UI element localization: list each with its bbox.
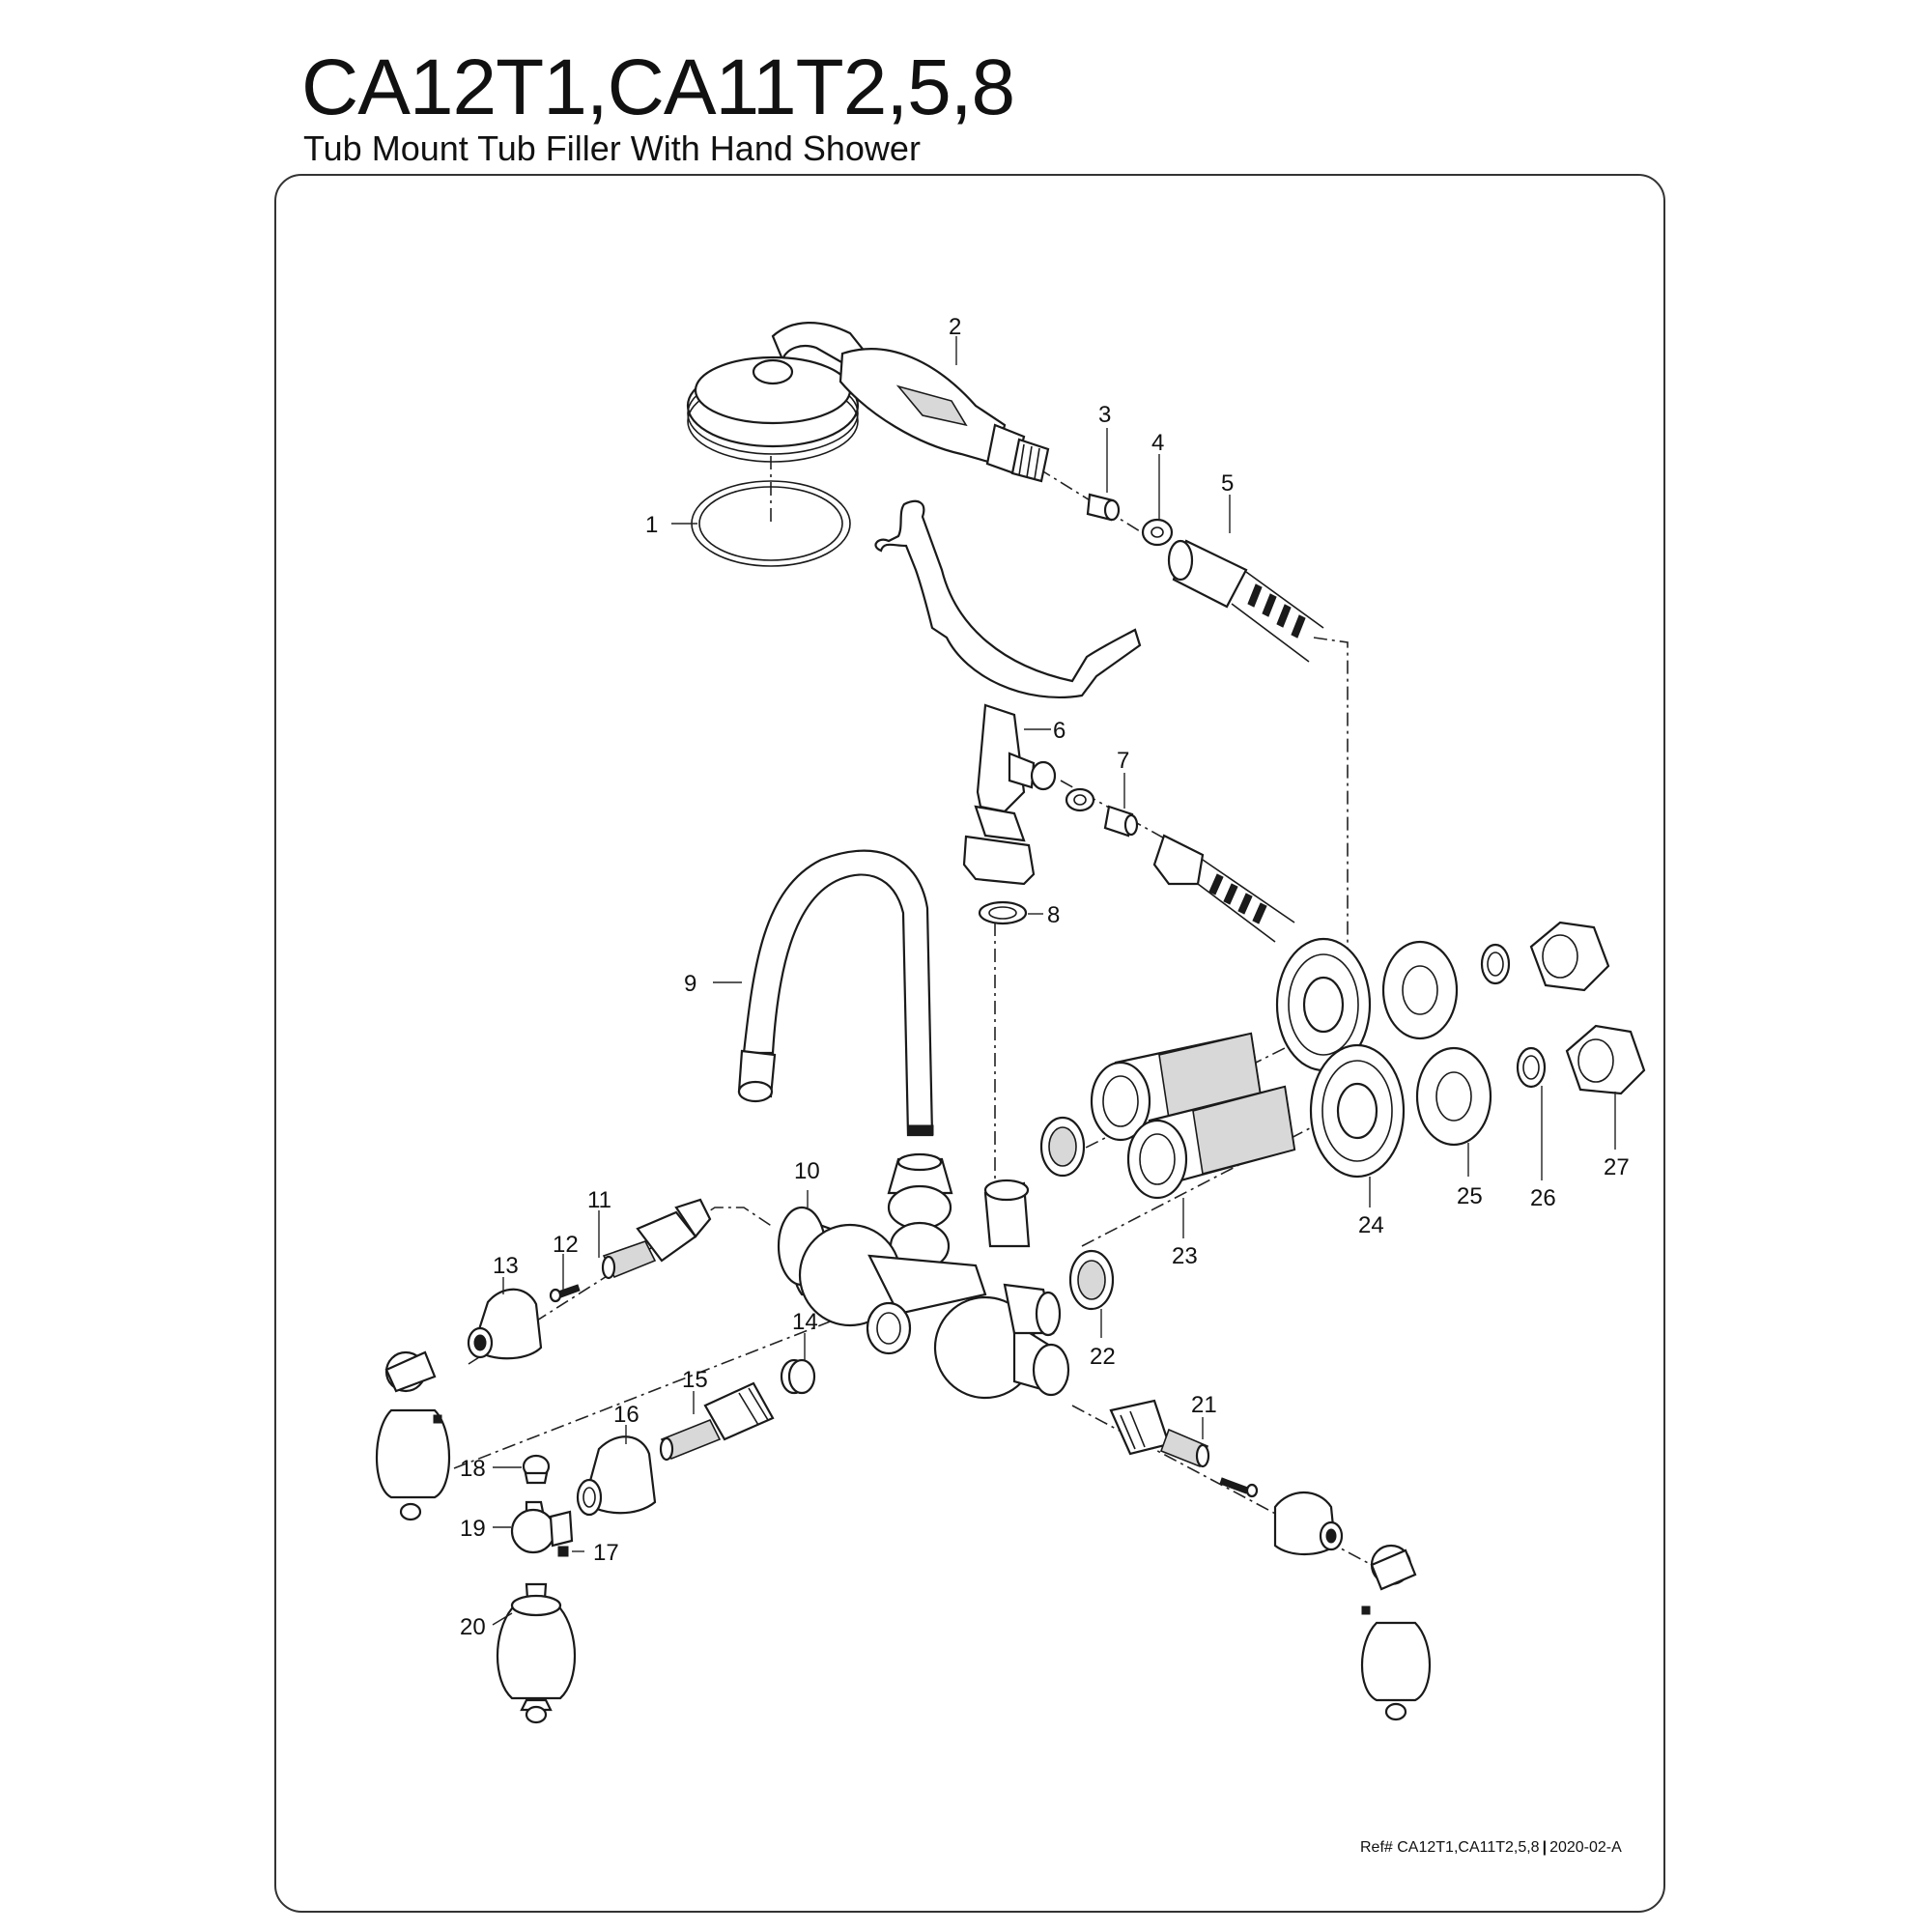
- part-23-shank: [1090, 1032, 1296, 1200]
- callout-20: 20: [460, 1614, 486, 1640]
- callout-10: 10: [794, 1158, 820, 1184]
- callout-26: 26: [1530, 1185, 1556, 1211]
- callout-7: 7: [1117, 748, 1129, 774]
- part-2-hand-shower: [686, 322, 1050, 483]
- callout-5: 5: [1221, 470, 1234, 497]
- page-title: CA12T1,CA11T2,5,8: [301, 43, 1015, 131]
- reference-footer: Ref# CA12T1,CA11T2,5,8|2020-02-A: [1360, 1839, 1622, 1857]
- callout-18: 18: [460, 1456, 486, 1482]
- callout-labels: 1 2 3 4 5 6 7 8 9 10 11 12 13 14 15 16 1…: [460, 314, 1630, 1640]
- part-14-nut: [780, 1358, 816, 1395]
- part-25-locknut: [1381, 940, 1492, 1147]
- callout-21: 21: [1191, 1392, 1217, 1418]
- part-15-cartridge: [659, 1381, 775, 1462]
- right-screw: [1219, 1477, 1259, 1498]
- callout-8: 8: [1047, 902, 1060, 928]
- part-21-cartridge: [1109, 1399, 1210, 1468]
- callout-1: 1: [645, 512, 658, 538]
- part-8-washer: [978, 900, 1028, 925]
- callout-27: 27: [1604, 1154, 1630, 1180]
- callout-15: 15: [682, 1367, 708, 1393]
- callout-22: 22: [1090, 1344, 1116, 1370]
- part-18-index-button: [522, 1454, 551, 1485]
- callout-23: 23: [1172, 1243, 1198, 1269]
- part-11-cartridge: [601, 1198, 712, 1280]
- callout-13: 13: [493, 1253, 519, 1279]
- part-22-strainer-washer: [1039, 1116, 1115, 1311]
- callout-4: 4: [1151, 430, 1164, 456]
- part-3-nut: [1086, 493, 1121, 522]
- part-26-washer: [1480, 943, 1547, 1089]
- leader-lines: [492, 336, 1616, 1626]
- diagram-frame: [274, 174, 1665, 1913]
- part-27-coupling-nut: [1529, 921, 1646, 1095]
- callout-14: 14: [792, 1309, 818, 1335]
- hose-lower-end: [1152, 834, 1295, 943]
- callout-17: 17: [593, 1540, 619, 1566]
- callout-12: 12: [553, 1232, 579, 1258]
- callout-16: 16: [613, 1402, 639, 1428]
- part-24-escutcheon: [1275, 937, 1406, 1179]
- page-subtitle: Tub Mount Tub Filler With Hand Shower: [303, 128, 921, 168]
- callout-19: 19: [460, 1516, 486, 1542]
- part-4-washer: [1141, 518, 1174, 547]
- callout-2: 2: [949, 314, 961, 340]
- callout-6: 6: [1053, 718, 1065, 744]
- part-16-flange: [576, 1435, 657, 1517]
- part-17-set-screw: [557, 1546, 569, 1557]
- left-handle-assembly: [376, 1350, 450, 1521]
- part-10-valve-body: [777, 1152, 1070, 1400]
- part-5-hose-end: [1167, 539, 1324, 663]
- ref-code: 2020-02-A: [1549, 1839, 1622, 1856]
- callout-3: 3: [1098, 402, 1111, 428]
- callout-24: 24: [1358, 1212, 1384, 1238]
- callout-25: 25: [1457, 1183, 1483, 1209]
- right-handle-assembly: [1361, 1544, 1431, 1721]
- part-7-nut: [1065, 787, 1139, 838]
- part-9-spout: [737, 849, 934, 1137]
- part-6-holder: [874, 499, 1142, 886]
- ref-separator: |: [1542, 1839, 1548, 1856]
- callout-11: 11: [587, 1187, 611, 1213]
- ref-prefix: Ref# CA12T1,CA11T2,5,8: [1360, 1839, 1540, 1856]
- part-13-flange: [467, 1288, 543, 1360]
- part-12-screw: [549, 1284, 581, 1303]
- part-20-lever-handle: [497, 1582, 576, 1724]
- right-flange: [1273, 1492, 1344, 1555]
- callout-9: 9: [684, 971, 696, 997]
- part-19-handle-hub: [510, 1500, 574, 1554]
